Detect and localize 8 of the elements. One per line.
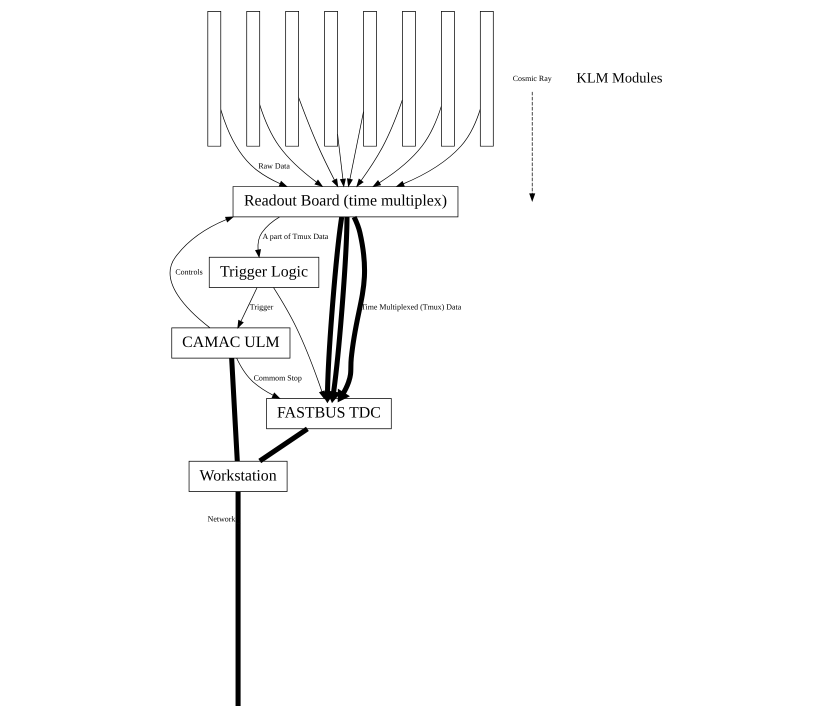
edge-label: Raw Data <box>258 161 290 170</box>
edge-label: Controls <box>175 267 203 276</box>
node-text: Cosmic Ray <box>512 74 552 83</box>
edge-label: A part of Tmux Data <box>262 232 328 242</box>
label: KLM Modules <box>576 70 662 86</box>
node-label: Network <box>208 514 236 524</box>
edge-label: Trigger <box>250 302 274 312</box>
edge-label: Commom Stop <box>254 373 302 382</box>
